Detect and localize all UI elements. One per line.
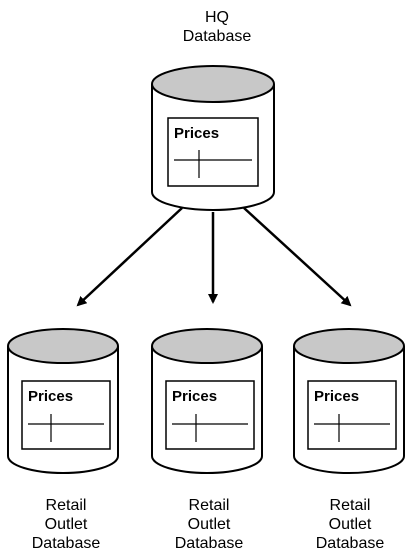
hq-table-title: Prices <box>174 125 219 142</box>
outlet-1-prices-table: Prices <box>21 380 111 450</box>
outlet-3-table-title: Prices <box>314 388 359 405</box>
outlet-3-label-line-3: Database <box>315 535 385 552</box>
outlet-2-table-box <box>165 380 255 450</box>
outlet-1-database-cylinder: Prices <box>7 328 119 474</box>
outlet-1-label-line-3: Database <box>31 535 101 552</box>
outlet-1-label-line-2: Outlet <box>44 516 88 533</box>
outlet-3-prices-table: Prices <box>307 380 397 450</box>
arrow-to-outlet-1 <box>76 207 183 307</box>
outlet-3-label-line-1: Retail <box>329 497 371 514</box>
outlet-2-database-cylinder: Prices <box>151 328 263 474</box>
outlet-3-label-line-2: Outlet <box>328 516 372 533</box>
outlet-1-table-title: Prices <box>28 388 73 405</box>
hq-cylinder-top <box>151 65 275 103</box>
outlet-2-label-line-3: Database <box>174 535 244 552</box>
hq-database-label: HQ Database <box>157 8 277 46</box>
outlet-3-table-box <box>307 380 397 450</box>
hq-label-line-1: HQ <box>205 9 229 26</box>
outlet-3-cylinder-top <box>293 328 405 364</box>
outlet-2-database-label: Retail Outlet Database <box>149 496 269 553</box>
outlet-2-table-title: Prices <box>172 388 217 405</box>
hq-label-line-2: Database <box>182 28 252 45</box>
outlet-1-table-box <box>21 380 111 450</box>
outlet-2-label-line-2: Outlet <box>187 516 231 533</box>
hq-database-cylinder: Prices <box>151 65 275 211</box>
outlet-2-prices-table: Prices <box>165 380 255 450</box>
outlet-1-cylinder-top <box>7 328 119 364</box>
arrow-to-outlet-3 <box>243 207 352 307</box>
outlet-1-database-label: Retail Outlet Database <box>6 496 126 553</box>
outlet-3-database-cylinder: Prices <box>293 328 405 474</box>
outlet-3-database-label: Retail Outlet Database <box>290 496 410 553</box>
hq-prices-table: Prices <box>167 117 259 187</box>
outlet-1-label-line-1: Retail <box>45 497 87 514</box>
hq-table-box <box>167 117 259 187</box>
outlet-2-label-line-1: Retail <box>188 497 230 514</box>
outlet-2-cylinder-top <box>151 328 263 364</box>
